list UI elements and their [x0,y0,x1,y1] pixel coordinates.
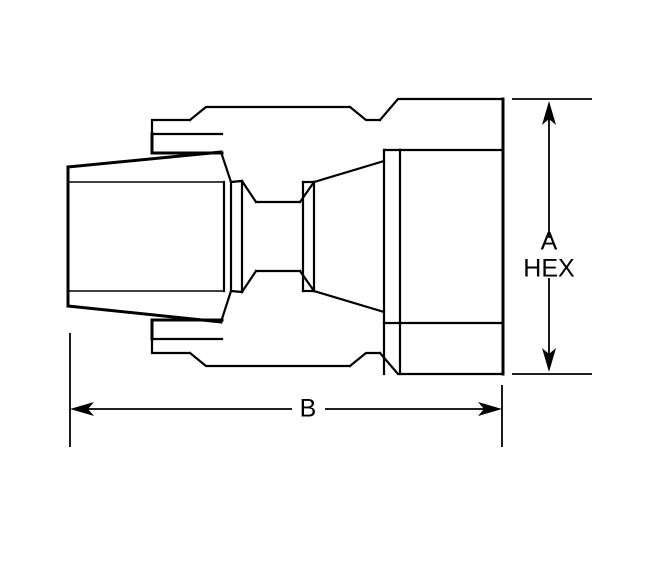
arrow-up-icon [542,101,556,125]
shoulder-ring [382,148,402,376]
arrow-right-icon [478,402,502,416]
taper-cone [312,159,386,314]
part-bottom-profile [150,337,505,376]
part-top-profile [150,97,505,136]
waist-flange-left [229,179,258,294]
dimension-a-label: A [541,228,558,256]
hex-nut [66,150,233,324]
dimension-hex-label: HEX [523,255,575,283]
dimension-b: B [69,333,503,447]
dimension-b-label: B [300,395,317,423]
arrow-down-icon [542,348,556,372]
dimension-a-hex: A HEX [512,98,592,375]
waist-flange-right [298,180,316,293]
waist [254,200,302,273]
right-body [398,97,505,376]
arrow-left-icon [70,402,94,416]
nut-collar [150,132,224,341]
